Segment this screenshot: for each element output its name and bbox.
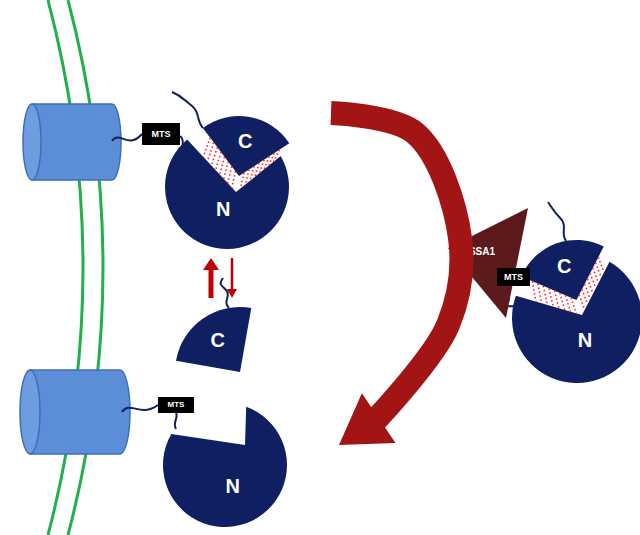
bond-dots	[203, 138, 210, 157]
mts-tag: MTS	[158, 397, 194, 413]
bond-dots	[593, 268, 599, 283]
transition-arrow	[331, 113, 461, 445]
bond-dots	[220, 157, 225, 175]
mts-tag: MTS	[142, 123, 180, 145]
bond-dots	[585, 284, 591, 299]
bond-dots	[207, 142, 213, 161]
bond-dots	[571, 298, 576, 314]
peptide-tail	[221, 278, 229, 308]
node-label: N	[225, 476, 239, 496]
bond-dots	[579, 295, 585, 310]
node-label: C	[210, 330, 224, 350]
bond-dots	[216, 152, 221, 170]
bond-dots	[590, 273, 596, 288]
arrow-head	[339, 393, 396, 445]
bond-dots	[538, 284, 542, 304]
translocase-channel	[32, 104, 121, 180]
n-domain-shape	[163, 407, 287, 527]
node-label: N	[578, 330, 592, 350]
channel-opening	[23, 104, 41, 180]
c-domain: C	[520, 239, 605, 301]
arrow-shaft	[209, 268, 214, 298]
node-label: C	[238, 131, 252, 151]
equilibrium-arrow	[227, 258, 237, 298]
arrow-shaft	[331, 113, 461, 420]
n-domain-shape	[512, 262, 640, 383]
mts-tag: MTS	[497, 268, 530, 286]
peptide-tail	[175, 413, 177, 429]
node-label: MTS	[504, 273, 523, 282]
node-label: N	[216, 199, 230, 219]
bond-dots	[543, 286, 547, 305]
channel-opening	[20, 370, 40, 454]
shape-outline	[162, 405, 288, 528]
bond-dots	[596, 263, 602, 278]
bond-dots	[565, 295, 570, 311]
node-label: MTS	[168, 401, 185, 409]
bond-dots	[241, 173, 244, 189]
arrow-head	[203, 258, 219, 270]
equilibrium-arrow	[203, 258, 219, 298]
bond-dots	[560, 293, 565, 310]
peptide-tail	[112, 134, 142, 141]
bond-dots	[228, 166, 232, 183]
node-label: MTS	[152, 130, 171, 139]
bond-dots	[211, 147, 217, 165]
node-label: C	[557, 256, 571, 276]
bond-dots	[549, 288, 553, 306]
bond-dots	[587, 279, 593, 294]
arrow-head	[227, 289, 237, 298]
peptide-tail	[548, 202, 566, 241]
c-domain-shape	[176, 307, 251, 372]
c-domain: C	[174, 306, 253, 373]
bond-dots	[232, 171, 235, 187]
bond-dots	[598, 257, 604, 272]
c-domain: C	[201, 115, 291, 177]
n-domain: N	[162, 405, 288, 528]
translocase-channel	[30, 370, 130, 454]
peptide-tail	[122, 405, 158, 412]
bond-dots	[554, 291, 559, 309]
bond-dots	[224, 162, 228, 179]
bond-dots	[582, 289, 588, 304]
bond-dots	[532, 281, 536, 301]
arrow-shaft	[231, 258, 234, 291]
c-domain-shape	[521, 240, 603, 300]
n-domain-shape	[165, 140, 289, 249]
